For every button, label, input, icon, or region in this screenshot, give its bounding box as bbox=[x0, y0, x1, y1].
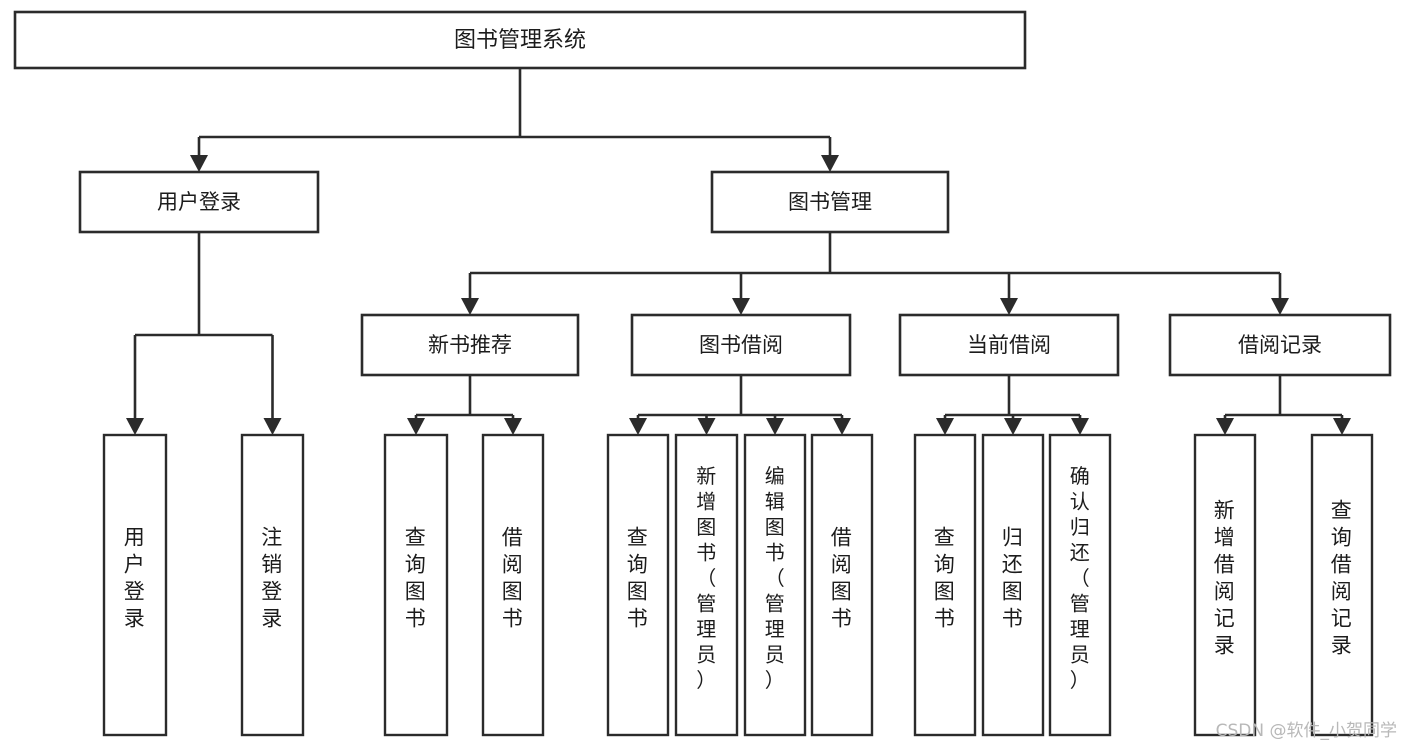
root-arrow-1 bbox=[821, 155, 839, 172]
node-query-book-2[interactable]: 查询图书 bbox=[606, 433, 670, 737]
node-book-manage[interactable]: 图书管理 bbox=[710, 170, 950, 234]
node-label-user-login-do: 用户登录 bbox=[124, 526, 147, 631]
current-borrow-arrow-0 bbox=[936, 418, 954, 435]
node-borrow-record[interactable]: 借阅记录 bbox=[1168, 313, 1392, 377]
user-login-arrow-0 bbox=[126, 418, 144, 435]
node-label-confirm-return: 确认归还（管理员） bbox=[1070, 464, 1091, 692]
node-user-login-do[interactable]: 用户登录 bbox=[102, 433, 168, 737]
node-user-login[interactable]: 用户登录 bbox=[78, 170, 320, 234]
node-label-query-book-1: 查询图书 bbox=[405, 526, 428, 631]
node-layer: 图书管理系统用户登录图书管理用户登录注销登录新书推荐查询图书借阅图书图书借阅查询… bbox=[13, 10, 1392, 737]
node-box-user-logout[interactable] bbox=[240, 433, 305, 737]
node-box-return-book[interactable] bbox=[981, 433, 1045, 737]
node-label-return-book: 归还图书 bbox=[1002, 526, 1025, 631]
root-arrow-0 bbox=[190, 155, 208, 172]
book-manage-arrow-3 bbox=[1271, 298, 1289, 315]
node-box-book-manage[interactable] bbox=[710, 170, 950, 234]
node-confirm-return[interactable]: 确认归还（管理员） bbox=[1048, 433, 1112, 737]
book-borrow-arrow-3 bbox=[833, 418, 851, 435]
new-book-rec-arrow-0 bbox=[407, 418, 425, 435]
node-query-book-1[interactable]: 查询图书 bbox=[383, 433, 449, 737]
node-query-borrow-record[interactable]: 查询借阅记录 bbox=[1310, 433, 1374, 737]
node-box-root[interactable] bbox=[13, 10, 1027, 70]
node-label-query-book-2: 查询图书 bbox=[627, 526, 650, 631]
node-label-borrow-record: 借阅记录 bbox=[1238, 333, 1322, 357]
node-label-add-borrow-record: 新增借阅记录 bbox=[1214, 499, 1237, 658]
new-book-rec-arrow-1 bbox=[504, 418, 522, 435]
node-label-book-manage: 图书管理 bbox=[788, 190, 872, 214]
node-label-user-logout: 注销登录 bbox=[261, 526, 284, 631]
node-current-borrow[interactable]: 当前借阅 bbox=[898, 313, 1120, 377]
connector-layer bbox=[126, 68, 1351, 435]
book-manage-arrow-0 bbox=[461, 298, 479, 315]
csdn-watermark: CSDN @软件_小贺同学 bbox=[1215, 721, 1397, 741]
node-box-borrow-record[interactable] bbox=[1168, 313, 1392, 377]
node-box-borrow-book-2[interactable] bbox=[810, 433, 874, 737]
book-manage-arrow-2 bbox=[1000, 298, 1018, 315]
node-borrow-book-1[interactable]: 借阅图书 bbox=[481, 433, 545, 737]
node-box-borrow-book-1[interactable] bbox=[481, 433, 545, 737]
current-borrow-arrow-1 bbox=[1004, 418, 1022, 435]
node-query-book-3[interactable]: 查询图书 bbox=[913, 433, 977, 737]
node-label-root: 图书管理系统 bbox=[454, 28, 586, 53]
node-box-user-login[interactable] bbox=[78, 170, 320, 234]
node-label-new-book-rec: 新书推荐 bbox=[428, 333, 512, 357]
node-box-new-book-rec[interactable] bbox=[360, 313, 580, 377]
current-borrow-arrow-2 bbox=[1071, 418, 1089, 435]
user-login-arrow-1 bbox=[263, 418, 282, 435]
book-borrow-arrow-0 bbox=[629, 418, 647, 435]
node-label-query-borrow-record: 查询借阅记录 bbox=[1331, 499, 1354, 658]
node-box-confirm-return[interactable] bbox=[1048, 433, 1112, 737]
book-borrow-arrow-2 bbox=[766, 418, 784, 435]
node-label-borrow-book-1: 借阅图书 bbox=[502, 526, 525, 631]
node-add-book[interactable]: 新增图书（管理员） bbox=[674, 433, 739, 737]
node-label-add-book: 新增图书（管理员） bbox=[696, 464, 717, 692]
node-box-add-borrow-record[interactable] bbox=[1193, 433, 1257, 737]
node-box-book-borrow[interactable] bbox=[630, 313, 852, 377]
node-label-current-borrow: 当前借阅 bbox=[967, 333, 1051, 357]
node-add-borrow-record[interactable]: 新增借阅记录 bbox=[1193, 433, 1257, 737]
node-box-query-book-1[interactable] bbox=[383, 433, 449, 737]
book-borrow-arrow-1 bbox=[697, 418, 716, 435]
borrow-record-arrow-0 bbox=[1216, 418, 1234, 435]
node-box-query-book-3[interactable] bbox=[913, 433, 977, 737]
borrow-record-arrow-1 bbox=[1333, 418, 1351, 435]
node-label-edit-book: 编辑图书（管理员） bbox=[765, 464, 786, 692]
book-manage-arrow-1 bbox=[732, 298, 750, 315]
node-box-query-book-2[interactable] bbox=[606, 433, 670, 737]
node-edit-book[interactable]: 编辑图书（管理员） bbox=[743, 433, 807, 737]
node-label-user-login: 用户登录 bbox=[157, 190, 241, 214]
node-box-query-borrow-record[interactable] bbox=[1310, 433, 1374, 737]
node-label-query-book-3: 查询图书 bbox=[934, 526, 957, 631]
node-borrow-book-2[interactable]: 借阅图书 bbox=[810, 433, 874, 737]
node-box-user-login-do[interactable] bbox=[102, 433, 168, 737]
node-user-logout[interactable]: 注销登录 bbox=[240, 433, 305, 737]
node-label-borrow-book-2: 借阅图书 bbox=[831, 526, 854, 631]
node-label-book-borrow: 图书借阅 bbox=[699, 333, 783, 357]
node-box-edit-book[interactable] bbox=[743, 433, 807, 737]
node-box-current-borrow[interactable] bbox=[898, 313, 1120, 377]
node-book-borrow[interactable]: 图书借阅 bbox=[630, 313, 852, 377]
node-return-book[interactable]: 归还图书 bbox=[981, 433, 1045, 737]
node-box-add-book[interactable] bbox=[674, 433, 739, 737]
node-new-book-rec[interactable]: 新书推荐 bbox=[360, 313, 580, 377]
node-root[interactable]: 图书管理系统 bbox=[13, 10, 1027, 70]
